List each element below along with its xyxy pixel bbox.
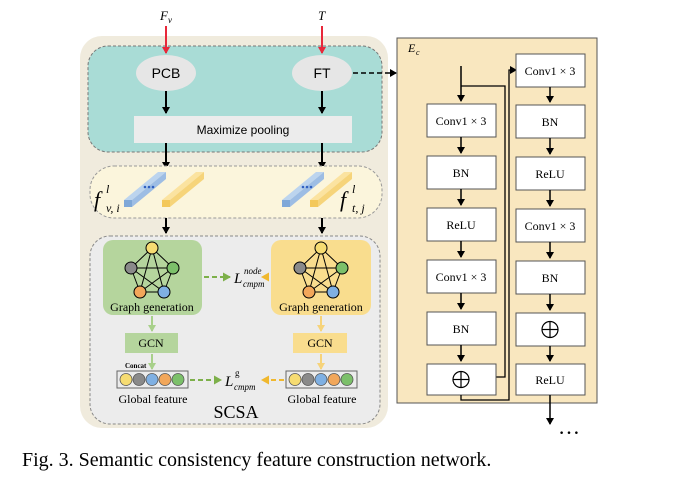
fv-feature-label: f <box>94 187 103 212</box>
ec-right-relu: ReLU <box>535 373 565 387</box>
global-loss-sub: cmpm <box>234 382 256 392</box>
input-t-label: T <box>318 8 326 23</box>
ft-feature-sub: t, j <box>352 201 365 215</box>
graph-left-icon <box>124 241 180 299</box>
max-pooling-label: Maximize pooling <box>197 123 290 137</box>
global-loss-sup: g <box>235 368 240 378</box>
node-loss-sub: cmpm <box>243 279 265 289</box>
global-feature-left-nodes <box>119 373 185 386</box>
node-loss-label: L <box>233 271 242 287</box>
ec-left-box-5: BN <box>453 322 470 336</box>
ec-column-connector <box>460 66 517 401</box>
ec-right-box-3: ReLU <box>535 167 565 181</box>
figure-caption: Fig. 3. Semantic consistency feature con… <box>22 449 492 471</box>
max-pooling-bar <box>134 116 352 143</box>
global-feature-right-nodes <box>288 373 354 386</box>
ec-label: E <box>407 41 416 55</box>
ft-feature-label: f <box>340 187 349 212</box>
ec-left-box-1: Conv1 × 3 <box>436 114 487 128</box>
ec-right-add-icon <box>541 320 559 339</box>
ft-node <box>292 55 352 91</box>
scsa-title: SCSA <box>213 402 258 422</box>
fv-feature-sub: v, i <box>106 201 120 215</box>
graph-generation-right-box <box>271 240 371 315</box>
ec-left-box-4: Conv1 × 3 <box>436 270 487 284</box>
input-fv-label: Fv <box>159 8 172 25</box>
ec-ellipsis: … <box>558 414 580 439</box>
ec-left-add-icon <box>452 370 470 389</box>
pcb-label: PCB <box>152 65 181 81</box>
ec-right-column: Conv1 × 3 BN ReLU Conv1 × 3 BN ReLU <box>515 53 586 396</box>
concat-label: Concat <box>125 362 147 370</box>
gcn-left-box <box>125 333 178 353</box>
ec-right-box-4: Conv1 × 3 <box>525 219 576 233</box>
graph-right-icon <box>293 241 349 299</box>
visual-feature-icon <box>124 172 204 207</box>
graph-generation-left-label: Graph generation <box>110 300 194 314</box>
diagram: Fv T PCB FT Maximize pooling f l v, i <box>80 8 598 439</box>
ec-left-box-3: ReLU <box>446 218 476 232</box>
ec-right-box-5: BN <box>542 271 559 285</box>
ec-right-box-1: Conv1 × 3 <box>525 64 576 78</box>
ft-label: FT <box>313 65 331 81</box>
text-feature-icon <box>282 172 352 207</box>
ec-left-box-2: BN <box>453 166 470 180</box>
gcn-right-label: GCN <box>307 336 333 350</box>
ec-right-box-2: BN <box>542 115 559 129</box>
global-feature-right-label: Global feature <box>288 392 357 406</box>
ft-feature-sup: l <box>352 182 356 196</box>
fv-feature-sup: l <box>106 182 110 196</box>
global-loss-label: L <box>224 374 233 390</box>
graph-generation-left-box <box>103 240 202 315</box>
graph-generation-right-label: Graph generation <box>279 300 363 314</box>
gcn-left-label: GCN <box>138 336 164 350</box>
ec-label-sub: c <box>416 48 420 57</box>
ec-left-column: Conv1 × 3 BN ReLU Conv1 × 3 BN <box>426 103 497 396</box>
pcb-node <box>136 55 196 91</box>
node-loss-sup: node <box>244 266 262 276</box>
gcn-right-box <box>293 333 347 353</box>
global-feature-left-label: Global feature <box>119 392 188 406</box>
